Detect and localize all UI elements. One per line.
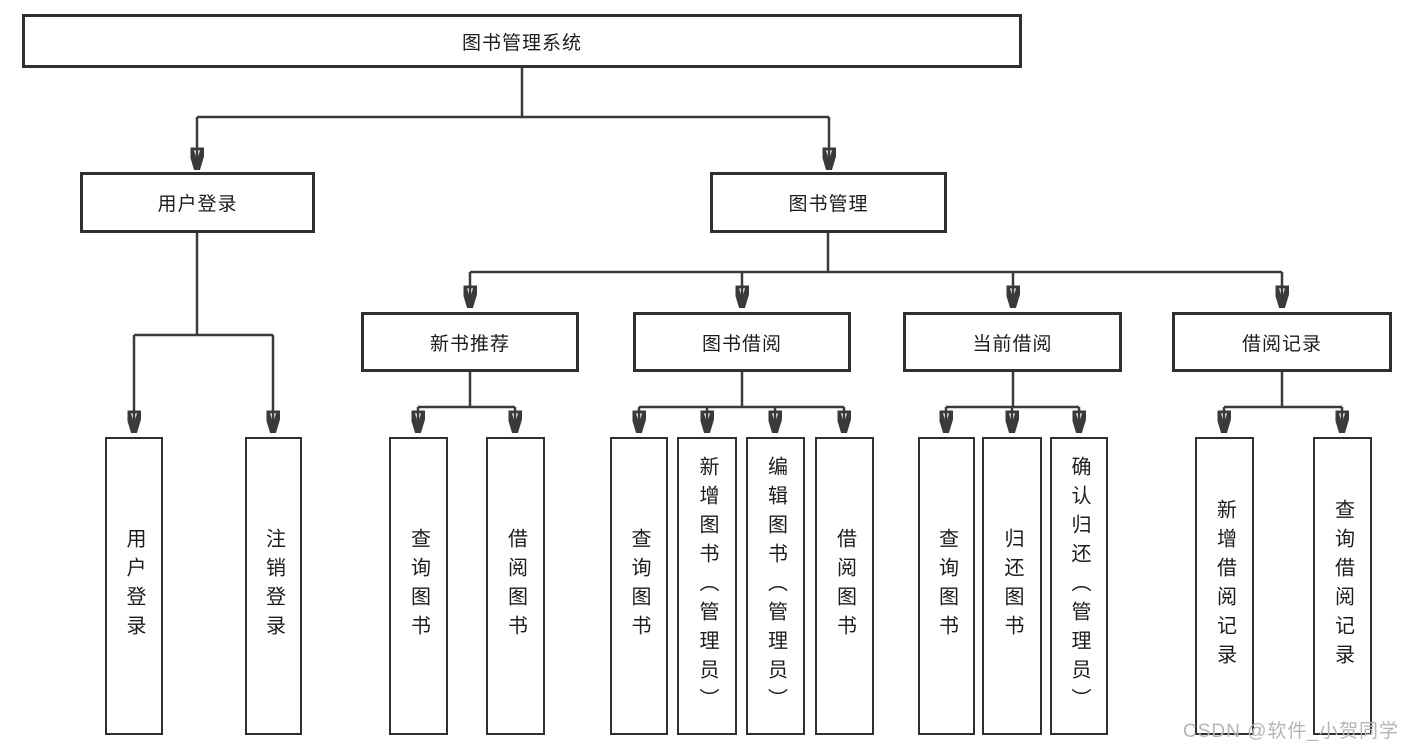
leaf-records-add-record: 新增借阅记录 — [1195, 437, 1254, 735]
leaf-recommend-borrow-books: 借阅图书 — [486, 437, 545, 735]
leaf-current-return-books: 归还图书 — [982, 437, 1042, 735]
csdn-watermark: CSDN @软件_小贺同学 — [1183, 721, 1399, 742]
leaf-current-return-books-label: 归还图书 — [1001, 528, 1023, 644]
node-current-borrow-label: 当前借阅 — [972, 333, 1053, 355]
leaf-recommend-query-books-label: 查询图书 — [407, 528, 430, 644]
node-borrow-records-label: 借阅记录 — [1241, 333, 1322, 355]
leaf-current-query-books-label: 查询图书 — [935, 528, 958, 644]
leaf-records-query-record: 查询借阅记录 — [1313, 437, 1372, 735]
leaf-borrow-edit-books-admin: 编辑图书（管理员） — [746, 437, 805, 735]
leaf-user-login-label: 用户登录 — [123, 528, 145, 644]
leaf-logout: 注销登录 — [245, 437, 302, 735]
node-new-book-recommend: 新书推荐 — [361, 312, 579, 372]
branch-book-management: 图书管理 — [710, 172, 947, 233]
node-book-borrow: 图书借阅 — [633, 312, 851, 372]
leaf-borrow-add-books-admin: 新增图书（管理员） — [677, 437, 737, 735]
leaf-current-confirm-return-admin-label: 确认归还（管理员） — [1068, 455, 1090, 717]
leaf-user-login: 用户登录 — [105, 437, 163, 735]
leaf-borrow-query-books-label: 查询图书 — [628, 528, 650, 644]
leaf-borrow-add-books-admin-label: 新增图书（管理员） — [696, 455, 718, 717]
branch-book-management-label: 图书管理 — [788, 194, 869, 215]
leaf-borrow-borrow-books-label: 借阅图书 — [833, 528, 856, 644]
leaf-borrow-query-books: 查询图书 — [610, 437, 668, 735]
leaf-logout-label: 注销登录 — [262, 528, 285, 644]
leaf-borrow-borrow-books: 借阅图书 — [815, 437, 874, 735]
leaf-records-query-record-label: 查询借阅记录 — [1331, 499, 1354, 673]
node-root-label: 图书管理系统 — [461, 32, 582, 54]
node-borrow-records: 借阅记录 — [1172, 312, 1392, 372]
leaf-recommend-query-books: 查询图书 — [389, 437, 448, 735]
node-root: 图书管理系统 — [22, 14, 1022, 68]
leaf-recommend-borrow-books-label: 借阅图书 — [504, 528, 527, 644]
leaf-current-confirm-return-admin: 确认归还（管理员） — [1050, 437, 1108, 735]
branch-user-login: 用户登录 — [80, 172, 315, 233]
node-current-borrow: 当前借阅 — [903, 312, 1122, 372]
leaf-borrow-edit-books-admin-label: 编辑图书（管理员） — [764, 455, 787, 717]
node-new-book-recommend-label: 新书推荐 — [429, 333, 510, 355]
leaf-current-query-books: 查询图书 — [918, 437, 975, 735]
node-book-borrow-label: 图书借阅 — [701, 333, 782, 355]
leaf-records-add-record-label: 新增借阅记录 — [1213, 499, 1236, 673]
branch-user-login-label: 用户登录 — [157, 194, 238, 215]
